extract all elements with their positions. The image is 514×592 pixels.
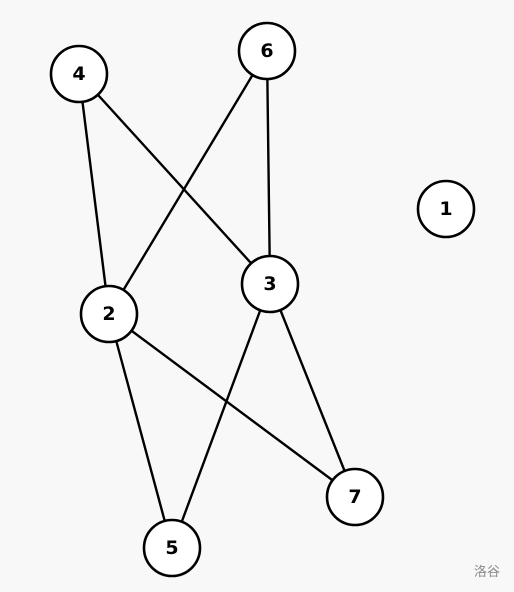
node-4: 4 [49, 44, 109, 104]
node-5: 5 [142, 518, 202, 578]
node-circle-5 [142, 518, 202, 578]
node-2: 2 [79, 284, 139, 344]
edge-6-3 [265, 49, 272, 286]
node-circle-2 [79, 284, 139, 344]
watermark-text: 洛谷 [473, 565, 500, 580]
node-6: 6 [237, 21, 297, 81]
nodes-layer: 1 2 3 4 5 6 7 [49, 21, 476, 578]
edge-2-5 [107, 312, 174, 550]
node-circle-7 [325, 467, 385, 527]
node-label-4: 4 [72, 63, 85, 85]
node-label-1: 1 [439, 198, 452, 220]
node-circle-1 [416, 179, 476, 239]
node-circle-3 [240, 254, 300, 314]
edges-layer [77, 49, 357, 550]
edge-3-5 [170, 282, 272, 550]
node-label-5: 5 [165, 537, 178, 559]
edge-2-7 [107, 312, 357, 499]
node-label-7: 7 [348, 486, 361, 508]
edge-4-3 [77, 72, 272, 286]
node-circle-6 [237, 21, 297, 81]
node-label-3: 3 [263, 273, 276, 295]
node-circle-4 [49, 44, 109, 104]
node-label-6: 6 [260, 40, 273, 62]
edge-6-2 [107, 49, 269, 316]
edge-3-7 [268, 282, 357, 499]
node-label-2: 2 [102, 303, 115, 325]
node-1: 1 [416, 179, 476, 239]
node-3: 3 [240, 254, 300, 314]
node-7: 7 [325, 467, 385, 527]
edge-4-2 [77, 72, 111, 316]
